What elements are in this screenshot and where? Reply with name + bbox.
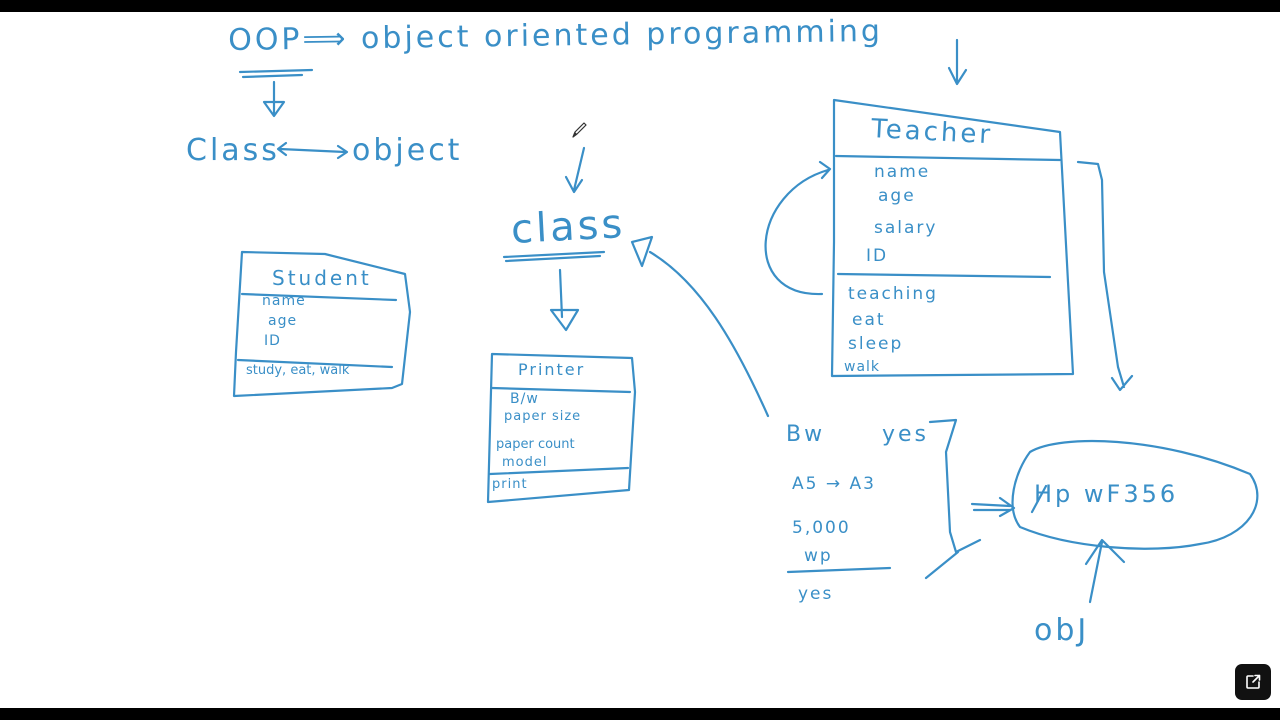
student-header: Student (272, 266, 372, 290)
object-instance-text: Hp wF356 (1034, 480, 1179, 508)
concept-object-text: object (352, 133, 463, 168)
printer-header: Printer (518, 360, 586, 379)
teacher-card-box (830, 98, 1075, 378)
student-attr-id: ID (264, 333, 281, 349)
center-class-underline (502, 250, 606, 263)
teacher-method-teaching: teaching (848, 284, 938, 304)
printer-attr-model: model (502, 455, 548, 470)
title-text: OOP⟹ object oriented programming (227, 13, 884, 58)
ink-strokes (232, 38, 1259, 604)
teacher-loop-arrow (764, 160, 832, 296)
teacher-attr-salary: salary (874, 218, 938, 238)
student-card-box (232, 250, 412, 398)
teacher-arrow-in (947, 38, 968, 86)
teacher-attr-name: name (874, 162, 931, 182)
pen-cursor-icon (572, 122, 587, 138)
spec-print: yes (798, 584, 834, 604)
printer-methods: print (492, 477, 528, 492)
teacher-method-sleep: sleep (848, 334, 904, 354)
share-icon (1246, 674, 1261, 689)
teacher-card-divider-1 (834, 154, 1062, 162)
student-attr-age: age (268, 313, 298, 329)
printer-attr-paper-count: paper count (496, 437, 575, 452)
concept-class-text: Class (186, 133, 280, 168)
title-down-arrow (262, 80, 286, 118)
top-down-arrow (564, 146, 586, 194)
object-label-text: obJ (1034, 613, 1090, 648)
printer-card-box (486, 352, 637, 504)
teacher-header: Teacher (870, 114, 994, 151)
obj-arrow (1084, 538, 1126, 604)
whiteboard-canvas[interactable]: OOP⟹ object oriented programming Class o… (0, 12, 1280, 708)
spec-count: 5,000 (792, 518, 851, 538)
student-card-divider-2 (236, 358, 394, 369)
teacher-attr-id: ID (866, 246, 889, 266)
spec-bw-value: yes (882, 422, 930, 447)
h-strike (1030, 484, 1048, 514)
spec-paper: A5 → A3 (792, 474, 876, 494)
center-class-text: class (509, 201, 627, 253)
class-object-arrow (276, 141, 349, 160)
class-to-printer-arrow (549, 268, 580, 332)
student-attr-name: name (262, 293, 306, 309)
student-methods: study, eat, walk (246, 363, 350, 378)
teacher-bracket (1076, 160, 1134, 392)
spec-bw: Bw (786, 422, 826, 447)
student-card-divider-1 (240, 292, 398, 302)
printer-attr-paper-size: paper size (504, 409, 582, 424)
teacher-method-walk: walk (844, 359, 881, 375)
object-cloud (1011, 439, 1259, 550)
teacher-card-divider-2 (836, 272, 1052, 279)
specs-to-class-arrow (630, 235, 770, 418)
printer-card-divider-2 (488, 466, 630, 476)
title-underline (238, 68, 314, 79)
spec-model: wp (804, 546, 833, 566)
teacher-method-eat: eat (852, 310, 886, 330)
specs-to-object-arrow (970, 496, 1016, 518)
teacher-attr-age: age (878, 186, 916, 206)
printer-attr-bw: B/w (510, 391, 539, 407)
specs-underline (786, 566, 892, 574)
printer-card-divider-1 (490, 386, 632, 394)
share-button[interactable] (1235, 664, 1271, 700)
specs-brace (924, 418, 982, 580)
